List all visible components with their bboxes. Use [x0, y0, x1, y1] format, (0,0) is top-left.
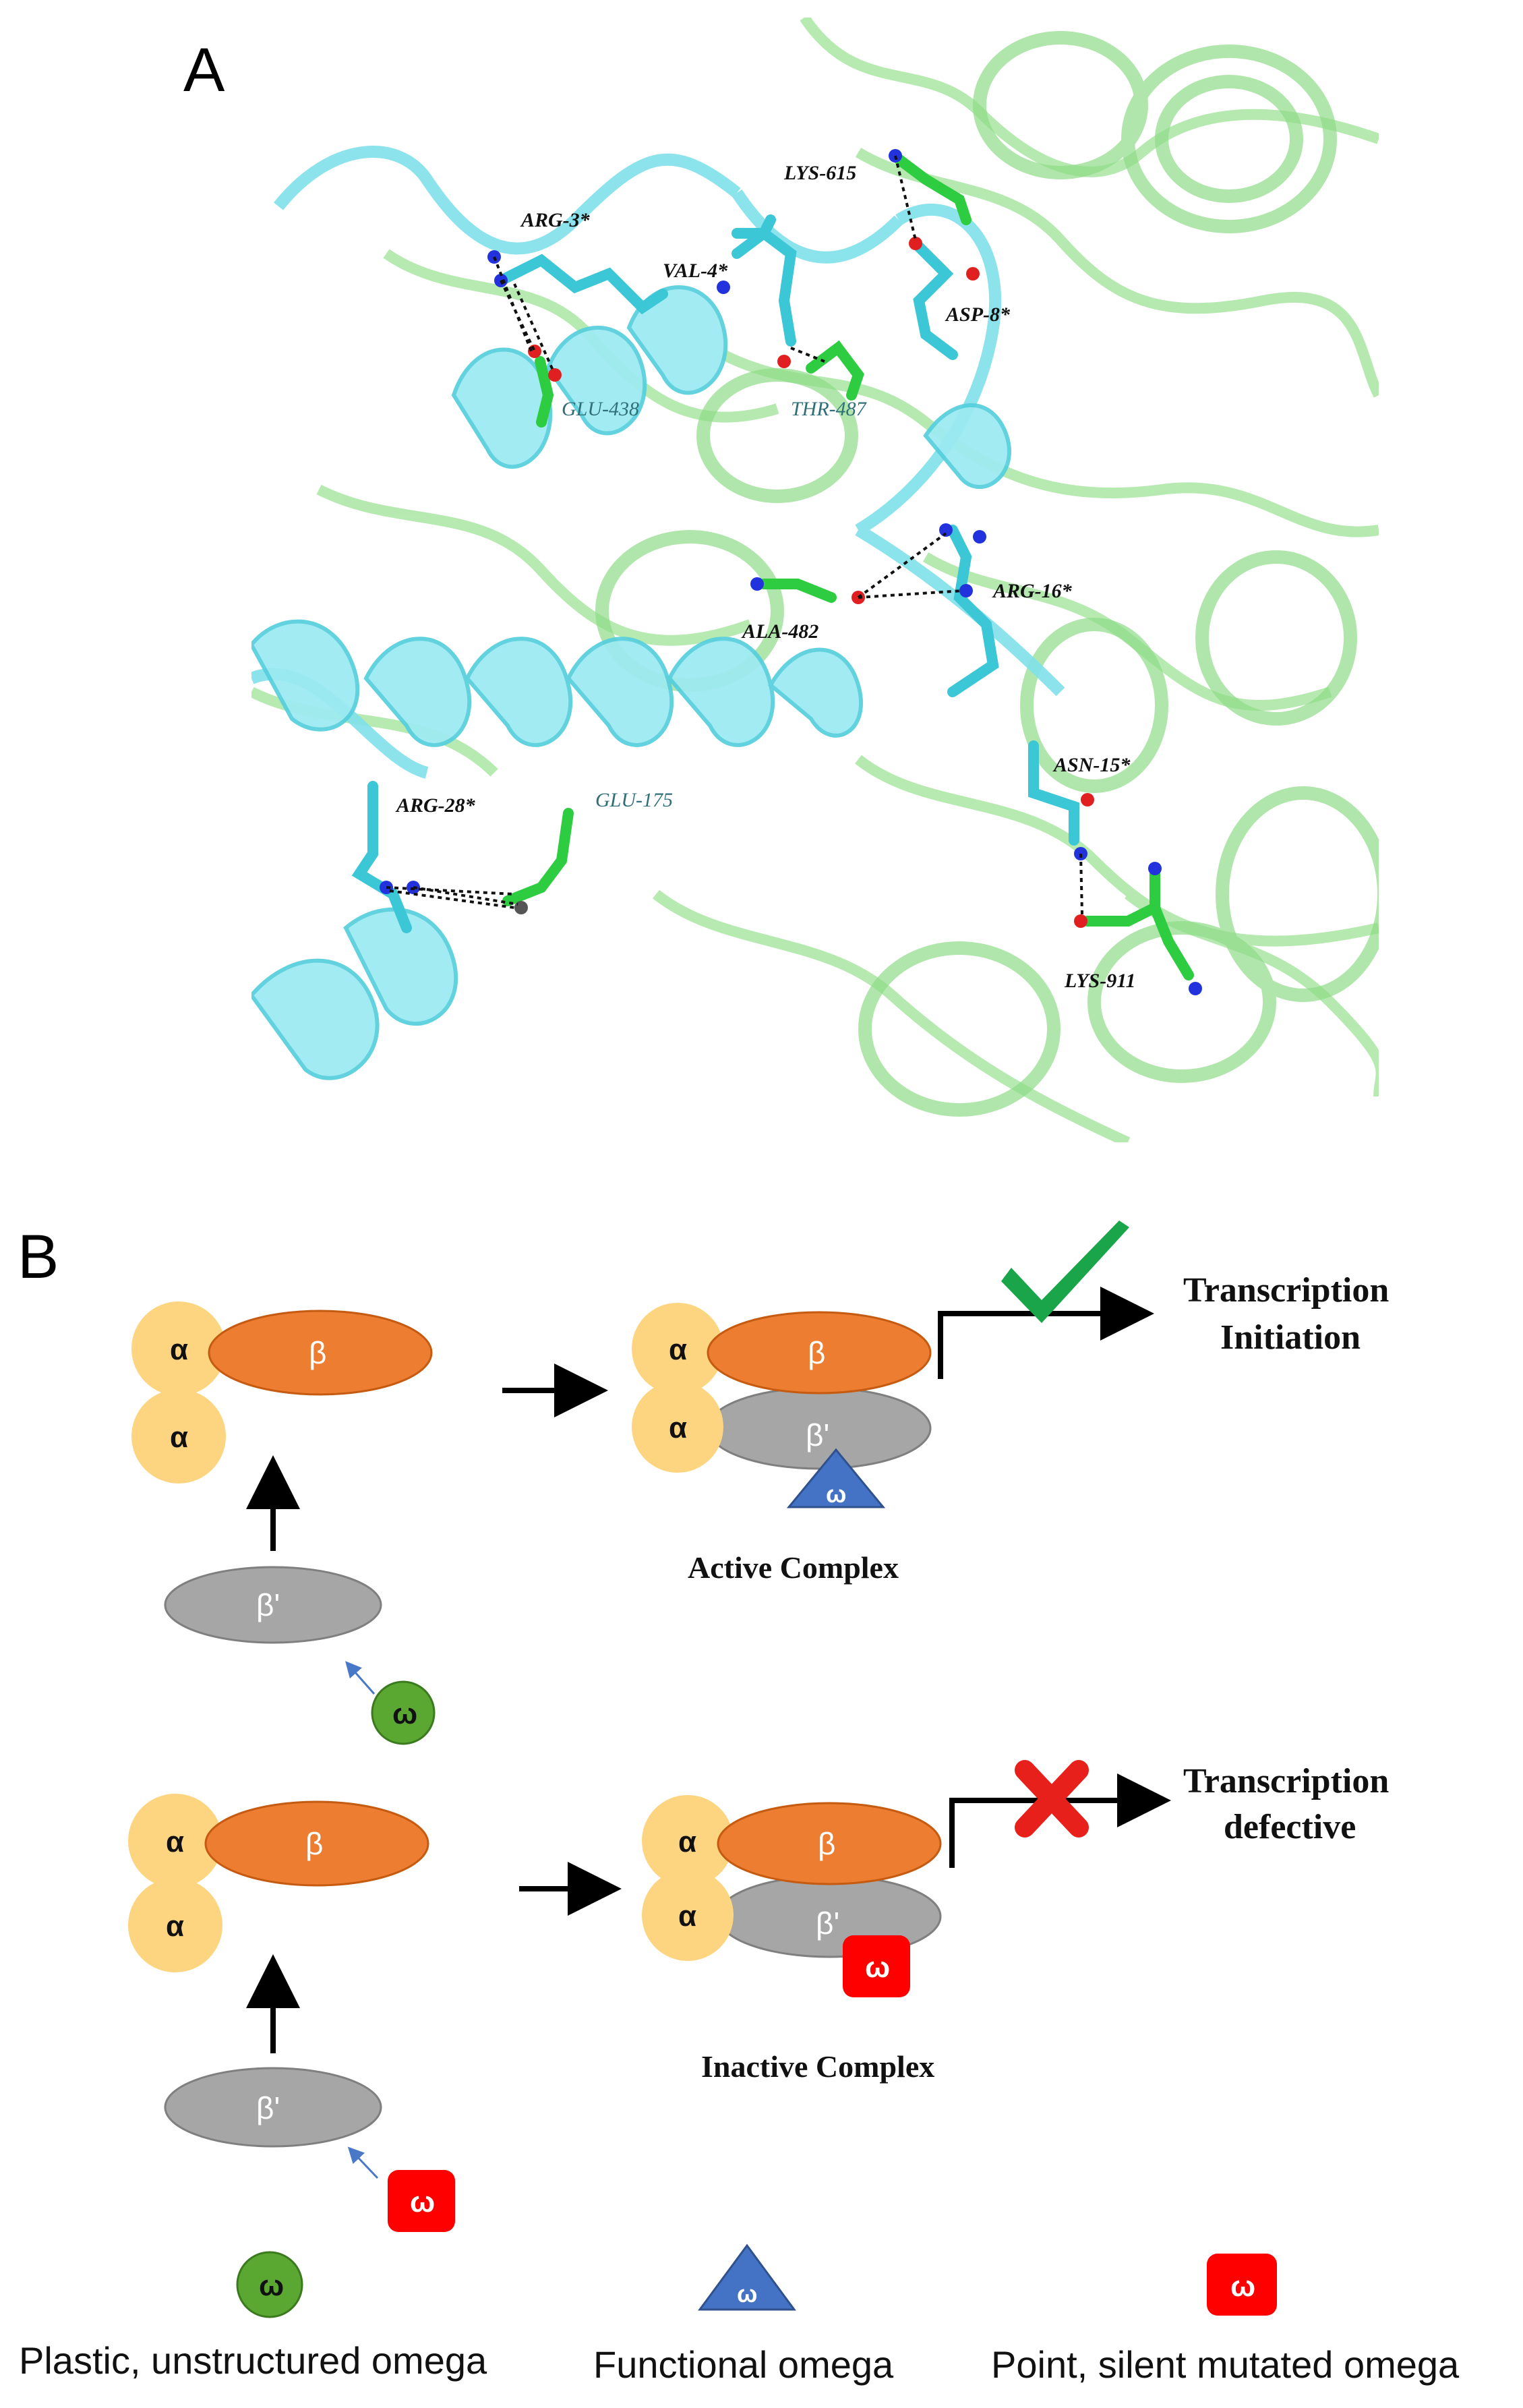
label-asn15: ASN-15*	[1052, 754, 1131, 776]
inactive-alpha-label-1: α	[678, 1825, 696, 1858]
inactive-beta-prime-label: β'	[816, 1906, 839, 1941]
inactive-alpha-label-2: α	[678, 1900, 696, 1933]
inactive-complex-caption: Inactive Complex	[701, 2049, 934, 2084]
check-mark-icon	[1001, 1221, 1129, 1323]
hydrogen-bonds	[386, 155, 1083, 915]
beta-prime-label-2: β'	[256, 2090, 280, 2125]
label-lys911: LYS-911	[1064, 970, 1136, 992]
active-beta-prime-label: β'	[806, 1417, 829, 1452]
active-alpha-2	[632, 1381, 723, 1473]
cross-mark-icon	[1015, 1760, 1089, 1838]
beta-label: β	[309, 1335, 326, 1370]
inactive-beta	[717, 1802, 942, 1885]
panel-a-letter: A	[183, 36, 225, 105]
active-alpha-label-1: α	[669, 1333, 687, 1366]
top-promoter-arrow	[938, 1287, 1154, 1379]
omega-plastic-label: ω	[392, 1697, 417, 1730]
beta-prime-subunit	[164, 1566, 382, 1644]
bottom-promoter-arrow	[949, 1773, 1171, 1868]
alpha-label-2: α	[170, 1421, 188, 1454]
label-glu438: GLU-438	[562, 398, 639, 420]
beta-prime-subunit-2	[164, 2067, 382, 2148]
active-complex-caption: Active Complex	[688, 1550, 899, 1585]
inactive-alpha-2	[642, 1869, 734, 1961]
label-arg28: ARG-28*	[395, 794, 476, 817]
label-lys615: LYS-615	[783, 162, 856, 184]
active-omega-functional	[786, 1448, 886, 1508]
active-beta	[707, 1311, 932, 1394]
omega-plastic-subunit	[371, 1680, 436, 1745]
bottom-outcome-line2: defective	[1224, 1808, 1356, 1846]
beta-subunit-2	[204, 1800, 429, 1887]
active-alpha-1	[632, 1303, 723, 1394]
protein-structure-image: ARG-3* VAL-4* LYS-615 ASP-8* GLU-438 THR…	[251, 18, 1379, 1142]
label-thr487: THR-487	[791, 398, 868, 420]
alpha-label-4: α	[166, 1910, 184, 1943]
beta-label-2: β	[305, 1826, 323, 1861]
legend-plastic-text: Plastic, unstructured omega	[19, 2339, 487, 2382]
legend-mutated-text: Point, silent mutated omega	[991, 2343, 1460, 2386]
legend-functional-omega-icon	[698, 2243, 796, 2311]
bottom-outcome-line1: Transcription	[1183, 1762, 1389, 1800]
omega-mutant-label: ω	[410, 2185, 435, 2219]
bottom-initial-assembly: α α β	[128, 1794, 429, 1972]
omega-mutant-binding-arrow	[347, 2146, 379, 2179]
alpha-subunit-4	[128, 1878, 222, 1972]
legend-plastic-omega-icon	[236, 2251, 303, 2318]
label-glu175: GLU-175	[595, 789, 673, 811]
top-outcome-line2: Initiation	[1220, 1318, 1361, 1357]
alpha-subunit-3	[128, 1794, 222, 1888]
legend-plastic-omega-symbol: ω	[259, 2269, 284, 2302]
beta-subunit	[208, 1310, 433, 1396]
label-ala482: ALA-482	[741, 620, 818, 643]
label-arg3: ARG-3*	[520, 209, 591, 231]
alpha-subunit-2	[131, 1389, 226, 1484]
legend-functional-omega-symbol: ω	[737, 2280, 757, 2308]
residue-sticks	[351, 149, 1202, 995]
beta-prime-label: β'	[256, 1587, 280, 1622]
legend-mutated-omega-symbol: ω	[1230, 2270, 1255, 2303]
inactive-omega-label: ω	[865, 1951, 890, 1984]
active-complex: α α β β' ω	[632, 1303, 932, 1508]
active-alpha-label-2: α	[669, 1411, 687, 1444]
active-beta-label: β	[808, 1335, 825, 1370]
alpha-subunit-1	[131, 1301, 226, 1396]
omega-binding-arrow	[345, 1661, 376, 1695]
inactive-beta-label: β	[818, 1826, 835, 1861]
inactive-complex: α α β β' ω	[642, 1795, 942, 1997]
panel-b-diagram: α α β β' ω α α β β' ω Active Complex Tra…	[19, 1221, 1460, 2386]
top-outcome-line1: Transcription	[1183, 1271, 1389, 1310]
panel-b-letter: B	[18, 1223, 59, 1291]
label-val4: VAL-4*	[663, 260, 728, 282]
omega-helices	[251, 285, 1011, 1080]
inactive-alpha-1	[642, 1795, 734, 1887]
label-asp8: ASP-8*	[945, 303, 1011, 326]
legend-mutated-omega-icon	[1207, 2254, 1277, 2316]
legend-functional-text: Functional omega	[593, 2343, 894, 2386]
omega-mutant-subunit	[388, 2170, 455, 2232]
inactive-omega-mutant	[843, 1935, 910, 1997]
alpha-label-1: α	[170, 1333, 188, 1366]
label-arg16: ARG-16*	[992, 580, 1073, 602]
active-omega-label: ω	[826, 1480, 846, 1508]
top-initial-assembly: α α β	[131, 1301, 433, 1484]
alpha-label-3: α	[166, 1825, 184, 1858]
